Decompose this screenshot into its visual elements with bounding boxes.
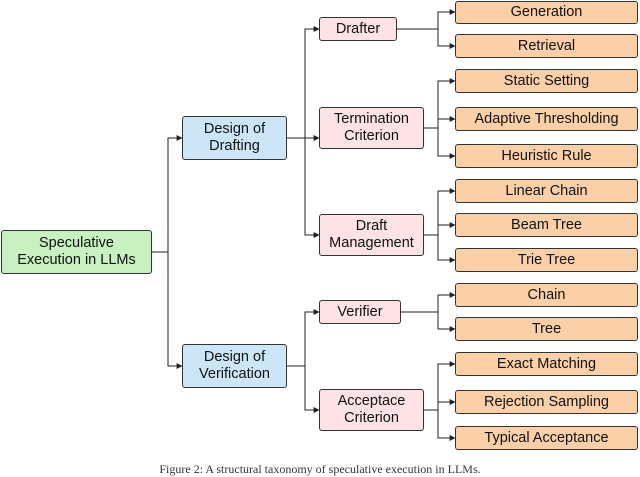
edge-root-drafting (152, 135, 183, 253)
node-label: Draft Management (329, 218, 414, 251)
node-label: Exact Matching (496, 355, 597, 372)
leaf-tree: Tree (455, 317, 638, 341)
node-label: Speculative Execution in LLMs (17, 235, 136, 268)
leaf-rejection-sampling: Rejection Sampling (455, 390, 638, 414)
edge-termination-heuristic (437, 128, 456, 159)
figure-caption: Figure 2: A structural taxonomy of specu… (159, 462, 481, 476)
node-label: Rejection Sampling (484, 393, 609, 410)
leaf-typical-acceptance: Typical Acceptance (455, 426, 638, 450)
leaf-generation: Generation (455, 1, 638, 24)
edge-termination-static (424, 78, 456, 129)
node-draft-management: Draft Management (319, 214, 424, 256)
node-label: Chain (527, 286, 566, 303)
node-label: Linear Chain (505, 182, 588, 199)
edge-acceptance-typical (437, 410, 456, 441)
node-termination-criterion: Termination Criterion (319, 107, 424, 149)
leaf-trie-tree: Trie Tree (455, 248, 638, 272)
node-design-of-verification: Design of Verification (182, 344, 287, 388)
node-label: Typical Acceptance (484, 429, 609, 446)
node-label: Design of Verification (199, 349, 270, 382)
node-label: Generation (510, 4, 583, 20)
edge-acceptance-rejection (437, 399, 456, 410)
edge-drafting-management (304, 138, 320, 238)
leaf-static-setting: Static Setting (455, 69, 638, 93)
node-label: Acceptace Criterion (337, 393, 406, 426)
node-verifier: Verifier (319, 300, 401, 324)
edge-verifier-chain (401, 292, 456, 313)
node-label: Adaptive Thresholding (474, 110, 619, 127)
node-speculative-execution: Speculative Execution in LLMs (1, 230, 152, 274)
node-label: Trie Tree (517, 251, 576, 268)
edge-drafter-generation (397, 9, 456, 30)
node-label: Design of Drafting (203, 121, 266, 154)
node-drafter: Drafter (319, 17, 397, 41)
edge-management-trie (437, 235, 456, 263)
edge-management-beam (437, 222, 456, 235)
node-design-of-drafting: Design of Drafting (182, 116, 287, 160)
edge-drafter-retrieval (437, 29, 456, 49)
edge-verification-verifier (287, 309, 320, 367)
node-label: Heuristic Rule (501, 147, 592, 164)
leaf-heuristic-rule: Heuristic Rule (455, 144, 638, 168)
node-label: Termination Criterion (334, 111, 409, 144)
leaf-beam-tree: Beam Tree (455, 213, 638, 237)
node-label: Verifier (337, 303, 383, 320)
node-label: Beam Tree (511, 216, 582, 233)
leaf-linear-chain: Linear Chain (455, 179, 638, 203)
edge-root-verification (167, 252, 183, 369)
leaf-adaptive-thresholding: Adaptive Thresholding (455, 107, 638, 131)
edge-verifier-tree (437, 312, 456, 332)
leaf-chain: Chain (455, 283, 638, 307)
edge-verification-acceptance (304, 366, 320, 413)
node-label: Retrieval (517, 37, 576, 54)
leaf-exact-matching: Exact Matching (455, 352, 638, 376)
edge-termination-adaptive (437, 116, 456, 128)
node-label: Drafter (335, 20, 381, 37)
leaf-retrieval: Retrieval (455, 34, 638, 58)
node-label: Tree (531, 320, 562, 337)
node-label: Static Setting (503, 72, 590, 89)
edge-management-linear (424, 188, 456, 236)
edge-drafting-drafter (287, 26, 320, 139)
edge-acceptance-exact (424, 361, 456, 411)
node-acceptance-criterion: Acceptace Criterion (319, 389, 424, 431)
